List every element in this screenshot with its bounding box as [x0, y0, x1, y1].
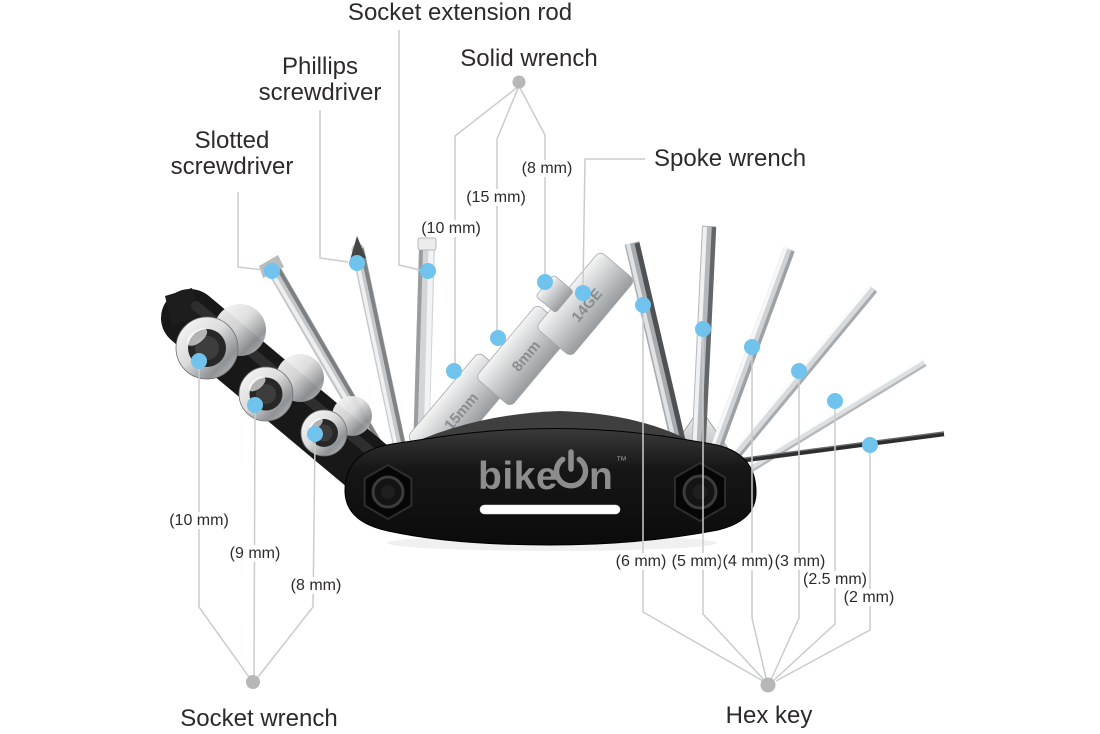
brand-prefix: bike [478, 455, 558, 498]
leader-phillips [319, 110, 349, 263]
marker-solid-wrench-10mm [446, 363, 462, 379]
leader-socket-8mm [257, 440, 316, 678]
hex-bolt-left [363, 463, 413, 521]
marker-socket-10mm [191, 353, 207, 369]
marker-solid-wrench-8mm [537, 274, 553, 290]
brand-logo: bike n ™ [478, 449, 627, 498]
leader-spoke-wrench [582, 158, 645, 288]
marker-hex-6mm [635, 297, 651, 313]
power-symbol-icon [553, 449, 589, 489]
socket-9mm [238, 354, 324, 422]
marker-socket-9mm [247, 397, 263, 413]
part-markers [191, 255, 878, 453]
junction-socket-wrench [246, 675, 260, 689]
marker-hex-2-5mm [827, 393, 843, 409]
junction-dots [246, 75, 776, 693]
marker-slotted [264, 263, 280, 279]
marker-solid-wrench-15mm [490, 330, 506, 346]
hex-key-2mm [729, 431, 945, 465]
leader-socket-9mm [253, 411, 256, 678]
brand-suffix: n [589, 455, 613, 498]
tool-body [344, 427, 757, 546]
marker-spoke-wrench [575, 285, 591, 301]
leader-solid-wrench-8mm [518, 85, 546, 276]
leader-solid-wrench-15mm [496, 85, 520, 331]
leader-socket-extension-rod [398, 30, 421, 271]
marker-hex-4mm [744, 339, 760, 355]
marker-hex-5mm [695, 321, 711, 337]
leader-hex-6mm [642, 312, 764, 682]
leader-slotted [237, 192, 264, 271]
leader-hex-2-5mm [772, 408, 836, 682]
marker-hex-2mm [862, 437, 878, 453]
leader-lines [198, 30, 871, 683]
leader-hex-3mm [769, 378, 800, 683]
brand-trademark: ™ [616, 455, 627, 467]
marker-socket-8mm [307, 426, 323, 442]
marker-phillips [349, 255, 365, 271]
body-slot [479, 504, 621, 515]
leader-hex-2mm [775, 452, 871, 682]
leader-socket-10mm [198, 368, 250, 678]
marker-extension-rod [420, 263, 436, 279]
leader-hex-5mm [702, 336, 766, 682]
junction-hex-key [760, 677, 776, 693]
junction-solid-wrench [512, 75, 526, 89]
marker-hex-3mm [791, 363, 807, 379]
hex-key-4mm [698, 246, 795, 483]
leader-solid-wrench-10mm [454, 85, 520, 365]
leader-hex-4mm [751, 354, 768, 683]
